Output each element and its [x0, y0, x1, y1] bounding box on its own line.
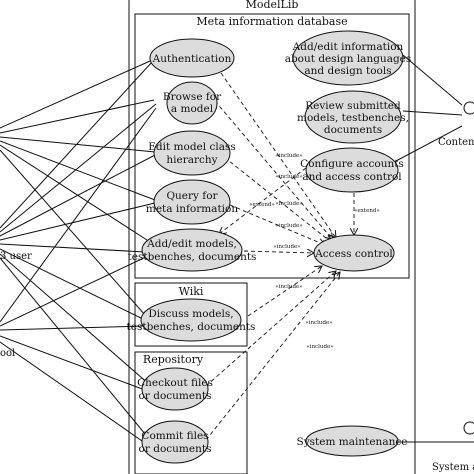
package-repository	[134, 351, 248, 474]
svg-text:testbenches, documents: testbenches, documents	[128, 251, 257, 263]
package-meta-information-database	[134, 13, 410, 279]
svg-text:Add/edit models,: Add/edit models,	[146, 238, 237, 250]
svg-text:Discuss models,: Discuss models,	[148, 308, 233, 320]
include-label: «include»	[275, 201, 302, 207]
svg-text:Checkout files: Checkout files	[137, 377, 213, 389]
svg-text:Access control: Access control	[314, 248, 393, 260]
include-label: «include»	[275, 284, 302, 290]
system-boundary	[128, 0, 416, 474]
svg-text:hierarchy: hierarchy	[166, 154, 217, 166]
svg-text:models, testbenches,: models, testbenches,	[297, 112, 409, 124]
package-repository-title: Repository	[143, 353, 204, 366]
svg-text:about design languages: about design languages	[285, 53, 412, 65]
use-case-checkout-files[interactable]: Checkout files or documents	[137, 367, 213, 411]
left-mid-actor-label: 3 user	[0, 251, 32, 262]
content-actor-label: Content	[438, 137, 474, 148]
use-case-edit-model-class-hierarchy[interactable]: Edit model class hierarchy	[148, 130, 236, 176]
use-case-query-for-meta-information[interactable]: Query for meta information	[146, 179, 238, 225]
svg-text:documents: documents	[324, 124, 382, 136]
svg-text:System maintenance: System maintenance	[297, 436, 408, 448]
extend-label: «extend»	[354, 208, 380, 214]
svg-text:Review submitted: Review submitted	[305, 100, 401, 112]
left-bottom-actor-label: ool	[0, 348, 15, 359]
use-case-discuss-models[interactable]: Discuss models, testbenches, documents	[127, 298, 256, 342]
include-label: «include»	[275, 174, 302, 180]
package-wiki-title: Wiki	[179, 285, 204, 298]
right-actor-associations	[394, 54, 474, 443]
svg-text:Commit files: Commit files	[141, 430, 208, 442]
use-case-commit-files[interactable]: Commit files or documents	[139, 420, 212, 464]
system-admin-actor-label: System ad	[432, 462, 474, 473]
svg-text:Edit model class: Edit model class	[148, 141, 236, 153]
use-case-add-edit-models[interactable]: Add/edit models, testbenches, documents	[128, 228, 257, 272]
svg-text:Configure accounts: Configure accounts	[300, 158, 404, 170]
extend-label: «extend»	[249, 202, 275, 208]
svg-text:or documents: or documents	[139, 443, 212, 455]
include-label: «include»	[305, 320, 332, 326]
content-manager-actor-head	[463, 101, 474, 115]
include-label: «include»	[275, 153, 302, 159]
use-case-browse-for-a-model[interactable]: Browse for a model	[163, 81, 222, 125]
svg-text:testbenches, documents: testbenches, documents	[127, 321, 256, 333]
include-label: «include»	[306, 344, 333, 350]
svg-text:or documents: or documents	[139, 390, 212, 402]
svg-text:meta information: meta information	[146, 203, 238, 215]
use-case-add-edit-information[interactable]: Add/edit information about design langua…	[285, 30, 412, 86]
svg-text:Add/edit information: Add/edit information	[292, 41, 404, 53]
use-case-review-submitted[interactable]: Review submitted models, testbenches, do…	[297, 90, 409, 144]
use-case-configure-accounts[interactable]: Configure accounts and access control	[300, 147, 404, 193]
svg-text:Query for: Query for	[166, 190, 218, 202]
svg-text:and design tools: and design tools	[304, 65, 391, 77]
left-actor-associations	[0, 60, 157, 444]
svg-text:a model: a model	[171, 103, 214, 115]
include-label: «include»	[275, 223, 302, 229]
use-case-authentication[interactable]: Authentication	[149, 38, 235, 78]
use-case-system-maintenance[interactable]: System maintenance	[297, 425, 408, 457]
package-wiki	[134, 282, 248, 347]
include-label: «include»	[273, 244, 300, 250]
dependency-arrows	[205, 72, 354, 441]
system-title: ModelLib	[246, 0, 299, 11]
system-admin-actor-head	[463, 421, 474, 435]
use-case-access-control[interactable]: Access control	[313, 234, 395, 272]
svg-text:Authentication: Authentication	[152, 53, 232, 65]
stereotype-labels: «include» «include» «include» «include» …	[249, 153, 380, 350]
svg-text:Browse for: Browse for	[163, 91, 222, 103]
svg-text:and access control: and access control	[302, 171, 402, 183]
package-meta-title: Meta information database	[196, 15, 347, 28]
